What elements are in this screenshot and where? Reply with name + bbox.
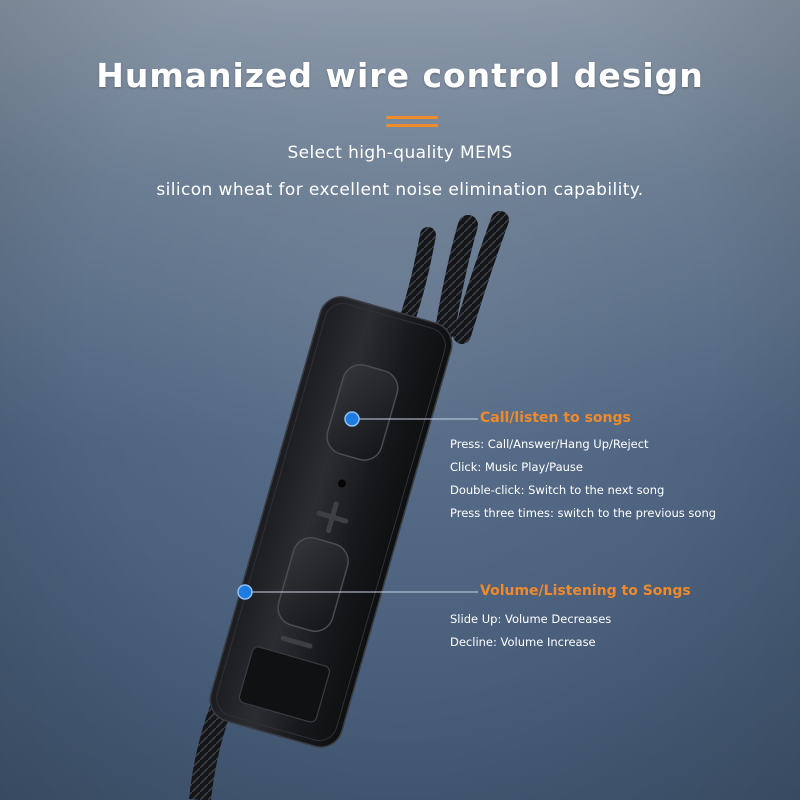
microphone-hole (338, 479, 347, 488)
volume-pointer (237, 584, 478, 600)
call-callout-line: Double-click: Switch to the next song (450, 483, 665, 497)
plus-icon (316, 501, 349, 534)
call-callout-line: Click: Music Play/Pause (450, 460, 583, 474)
lower-cable (189, 701, 233, 800)
subtitle-line-1: Select high-quality MEMS (287, 143, 513, 163)
subtitle-line-2: silicon wheat for excellent noise elimin… (156, 180, 644, 200)
volume-callout-line: Decline: Volume Increase (450, 635, 596, 649)
title-divider-top (386, 116, 438, 119)
call-callout-line: Press: Call/Answer/Hang Up/Reject (450, 437, 649, 451)
title-divider-bottom (386, 124, 438, 127)
call-callout-heading: Call/listen to songs (480, 410, 631, 426)
call-callout-line: Press three times: switch to the previou… (450, 506, 717, 520)
minus-icon (280, 635, 313, 649)
remote-body (209, 296, 453, 748)
call-button (326, 363, 399, 461)
call-pointer (344, 411, 478, 427)
volume-callout-line: Slide Up: Volume Decreases (450, 612, 612, 626)
volume-callout-heading: Volume/Listening to Songs (480, 583, 691, 599)
page-title: Humanized wire control design (96, 56, 704, 95)
